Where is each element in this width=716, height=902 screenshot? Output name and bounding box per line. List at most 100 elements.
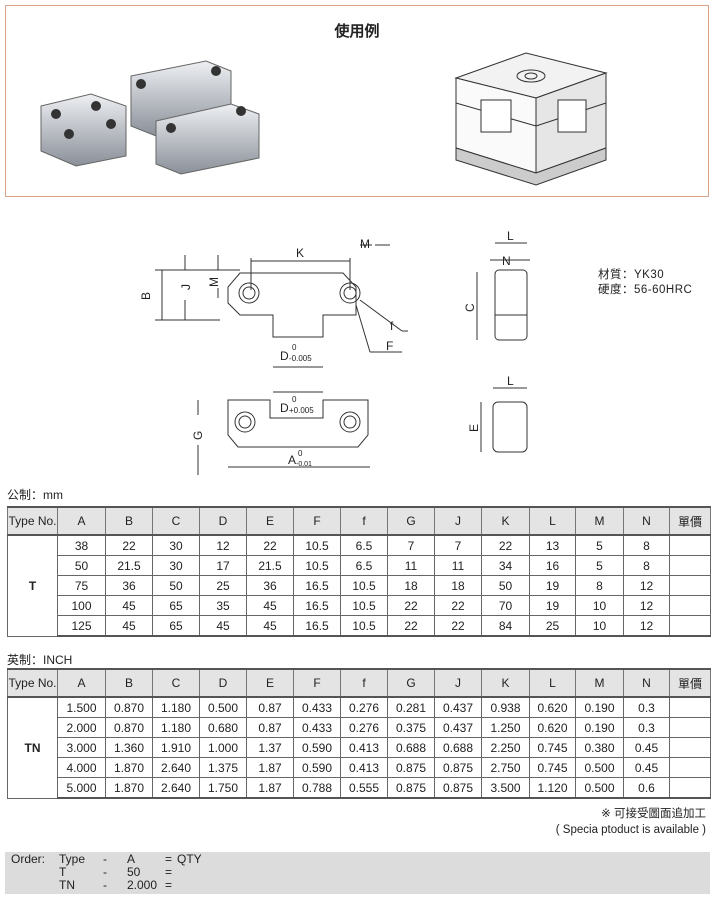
table-cell: 0.413 (340, 757, 388, 778)
table-cell: 70 (481, 595, 530, 616)
table-cell: 1.87 (246, 777, 294, 799)
dim-label-c: C (463, 303, 477, 312)
table-cell: 16.5 (293, 595, 341, 616)
table-cell: 30 (152, 534, 200, 556)
table-cell: 0.380 (575, 737, 624, 758)
column-header: f (340, 668, 388, 698)
table-cell: 0.190 (575, 717, 624, 738)
table-cell: 0.590 (293, 757, 341, 778)
column-header: Type No. (7, 506, 58, 536)
table-cell: 16 (529, 555, 576, 576)
table-cell: 10.5 (340, 595, 388, 616)
order-cell: A (127, 852, 136, 866)
table-cell: 0.500 (575, 757, 624, 778)
table-cell: 0.3 (623, 717, 670, 738)
dim-label-j: J (179, 284, 193, 290)
order-cell: = (165, 878, 173, 892)
table-cell: 0.3 (623, 696, 670, 718)
table-cell: 11 (434, 555, 482, 576)
note-line-1: ※ 可接受圖面追加工 (601, 808, 706, 820)
column-header: L (529, 506, 576, 536)
table-cell: 50 (152, 575, 200, 596)
table-cell: 0.500 (575, 777, 624, 799)
table-cell: 0.6 (623, 777, 670, 799)
table-cell: 0.875 (434, 757, 482, 778)
table-cell: 1.000 (199, 737, 247, 758)
table-cell: 1.500 (57, 696, 106, 718)
column-header: K (481, 506, 530, 536)
table-cell: 0.745 (529, 737, 576, 758)
special-note: ※ 可接受圖面追加工 ( Specia ptoduct is available… (556, 806, 706, 838)
table-cell: 10.5 (293, 555, 341, 576)
table-cell: 36 (105, 575, 153, 596)
table-cell: 1.870 (105, 757, 153, 778)
table-cell: 0.555 (340, 777, 388, 799)
table-cell: 2.000 (57, 717, 106, 738)
table-cell: 25 (199, 575, 247, 596)
column-header: Type No. (7, 668, 58, 698)
table-cell: 12 (623, 615, 670, 637)
table-cell: 0.190 (575, 696, 624, 718)
table-cell: 1.180 (152, 696, 200, 718)
column-header: E (246, 506, 294, 536)
table-cell: 35 (199, 595, 247, 616)
table-cell: 6.5 (340, 555, 388, 576)
column-header: M (575, 506, 624, 536)
table-cell: 1.910 (152, 737, 200, 758)
order-cell: TN (59, 878, 75, 892)
dim-label-m-side: M (207, 277, 221, 287)
table-cell: 10.5 (340, 615, 388, 637)
table-cell: 0.87 (246, 696, 294, 718)
order-cell: - (103, 852, 107, 866)
table-cell: 36 (246, 575, 294, 596)
column-header: A (57, 668, 106, 698)
table-cell: 22 (246, 534, 294, 556)
table-cell: 0.870 (105, 717, 153, 738)
table-cell: 0.375 (387, 717, 435, 738)
table-cell: 0.788 (293, 777, 341, 799)
type-cell: T (7, 534, 58, 637)
order-cell: QTY (177, 852, 202, 866)
table-cell: 16.5 (293, 615, 341, 637)
table-cell (669, 737, 711, 758)
table-cell (669, 534, 711, 556)
order-label: Order: (11, 852, 46, 866)
table-cell: 0.745 (529, 757, 576, 778)
table-cell: 1.180 (152, 717, 200, 738)
table-cell: 0.688 (387, 737, 435, 758)
table-cell: 10.5 (340, 575, 388, 596)
inch-unit-label: 英制：INCH (7, 653, 73, 667)
table-cell: 0.875 (387, 757, 435, 778)
table-cell: 1.250 (481, 717, 530, 738)
table-cell: 0.500 (199, 696, 247, 718)
table-cell: 22 (434, 615, 482, 637)
table-cell: 11 (387, 555, 435, 576)
table-cell: 125 (57, 615, 106, 637)
table-cell: 0.870 (105, 696, 153, 718)
table-cell: 1.750 (199, 777, 247, 799)
table-cell: 45 (105, 595, 153, 616)
column-header: 單價 (669, 668, 711, 698)
order-cell: - (103, 865, 107, 879)
dimension-drawing: K M B J M f F D 0 -0.005 D 0 +0.005 G A … (140, 230, 530, 475)
usage-title: 使用例 (334, 23, 380, 40)
table-cell (669, 777, 711, 799)
table-cell: 0.437 (434, 696, 482, 718)
a-tolerance-lower: -0.01 (296, 461, 312, 468)
d-tolerance-upper: 0 (292, 343, 297, 352)
table-cell: 8 (575, 575, 624, 596)
table-cell: 13 (529, 534, 576, 556)
table-cell: 25 (529, 615, 576, 637)
order-cell: T (59, 865, 67, 879)
a-tolerance-upper: 0 (298, 449, 303, 458)
order-cell: = (165, 852, 173, 866)
table-cell: 12 (199, 534, 247, 556)
table-cell: 1.375 (199, 757, 247, 778)
table-cell (669, 595, 711, 616)
table-cell: 0.688 (434, 737, 482, 758)
table-cell: 84 (481, 615, 530, 637)
table-cell: 10.5 (293, 534, 341, 556)
table-cell: 0.938 (481, 696, 530, 718)
